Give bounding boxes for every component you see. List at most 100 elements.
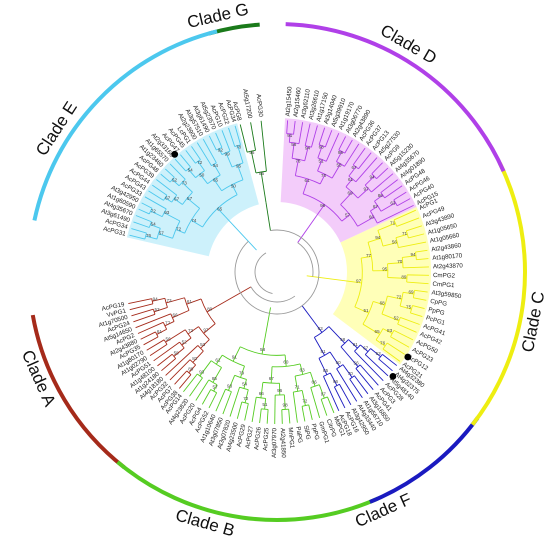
bootstrap-value: 66 bbox=[259, 391, 265, 396]
clade-shading bbox=[280, 118, 417, 243]
branch bbox=[265, 202, 271, 231]
branch bbox=[344, 143, 360, 167]
branch bbox=[413, 297, 427, 301]
branch bbox=[403, 291, 415, 295]
branch bbox=[384, 185, 403, 199]
branch bbox=[189, 377, 203, 397]
branch-arc bbox=[164, 298, 168, 308]
branch bbox=[128, 298, 152, 305]
branch bbox=[292, 391, 298, 423]
branch-arc bbox=[261, 408, 269, 410]
branch-arc bbox=[399, 292, 404, 307]
leaf-label: CmPG2 bbox=[433, 272, 456, 280]
branch bbox=[371, 173, 394, 193]
branch bbox=[169, 163, 186, 180]
bootstrap-value: 83 bbox=[387, 328, 393, 333]
branch-arc bbox=[184, 297, 190, 311]
branch bbox=[212, 367, 222, 383]
branch bbox=[129, 234, 145, 240]
branch bbox=[149, 344, 168, 356]
branch-arc bbox=[381, 296, 388, 315]
branch-arc bbox=[348, 175, 357, 183]
bootstrap-value: 51 bbox=[363, 308, 369, 313]
branch bbox=[354, 375, 369, 395]
branch bbox=[221, 130, 231, 152]
branch bbox=[299, 363, 304, 375]
bootstrap-value: 72 bbox=[197, 160, 203, 165]
bootstrap-value: 53 bbox=[200, 342, 206, 347]
bootstrap-value: 96 bbox=[320, 203, 326, 208]
bootstrap-value: 71 bbox=[295, 384, 301, 389]
marker-layer bbox=[171, 150, 412, 380]
leaf-label: VvPG1 bbox=[106, 307, 127, 319]
bootstrap-value: 51 bbox=[318, 158, 324, 163]
bootstrap-value: 50 bbox=[336, 360, 342, 365]
branch bbox=[199, 360, 212, 377]
leaf-label: At2g43860 bbox=[431, 242, 462, 253]
branch bbox=[192, 350, 204, 363]
branch bbox=[156, 328, 167, 335]
bootstrap-value: 52 bbox=[172, 178, 178, 183]
branch bbox=[297, 215, 318, 243]
branch bbox=[406, 225, 422, 232]
branch bbox=[200, 339, 210, 349]
bootstrap-value: 96 bbox=[333, 379, 339, 384]
bootstrap-value: 96 bbox=[277, 388, 283, 393]
backbone-arc bbox=[254, 252, 273, 294]
backbone-arc bbox=[297, 242, 314, 277]
branch bbox=[156, 179, 177, 196]
bootstrap-value: 97 bbox=[364, 187, 370, 192]
branch bbox=[163, 212, 181, 222]
bootstrap-value: 79 bbox=[239, 371, 245, 376]
branch bbox=[357, 188, 369, 199]
bootstrap-value: 97 bbox=[321, 391, 327, 396]
branch-arc bbox=[340, 339, 349, 348]
leaf-label: CpPG bbox=[430, 298, 448, 308]
branch bbox=[215, 354, 223, 365]
bootstrap-value: 61 bbox=[187, 299, 193, 304]
branch bbox=[174, 370, 188, 385]
branch bbox=[382, 242, 398, 247]
bootstrap-value: 58 bbox=[174, 351, 180, 356]
bootstrap-value: 67 bbox=[363, 346, 369, 351]
bootstrap-value: 63 bbox=[318, 326, 324, 331]
bootstrap-value: 65 bbox=[217, 207, 223, 212]
bootstrap-value: 91 bbox=[287, 133, 293, 138]
branch-arc bbox=[210, 389, 217, 394]
branch-arc bbox=[200, 298, 216, 324]
leaf-label: MnPG1 bbox=[287, 427, 296, 449]
branch bbox=[213, 384, 218, 392]
branch bbox=[178, 374, 192, 389]
branch bbox=[195, 379, 210, 401]
bootstrap-value: 61 bbox=[215, 358, 221, 363]
branch bbox=[157, 353, 173, 367]
branch bbox=[260, 382, 264, 398]
bootstrap-value: 72 bbox=[396, 295, 402, 300]
bootstrap-value: 93 bbox=[164, 210, 170, 215]
branch bbox=[237, 164, 244, 180]
bootstrap-value: 89 bbox=[401, 274, 407, 279]
clade-arc bbox=[369, 416, 480, 504]
bootstrap-value: 91 bbox=[232, 355, 238, 360]
branch bbox=[340, 191, 353, 205]
bootstrap-value: 95 bbox=[382, 267, 388, 272]
bootstrap-value: 57 bbox=[187, 196, 193, 201]
branch bbox=[239, 124, 248, 153]
branch bbox=[333, 386, 346, 409]
branch bbox=[133, 313, 156, 323]
bootstrap-value: 89 bbox=[188, 367, 194, 372]
branch bbox=[187, 326, 199, 335]
clade-arc bbox=[116, 460, 379, 522]
branch-arc bbox=[247, 149, 256, 153]
branch bbox=[382, 353, 398, 366]
branch bbox=[152, 184, 168, 196]
bootstrap-value: 77 bbox=[366, 253, 372, 258]
bootstrap-value: 61 bbox=[348, 177, 354, 182]
bootstrap-value: 73 bbox=[182, 181, 188, 186]
branch bbox=[150, 210, 163, 218]
branch bbox=[145, 235, 157, 240]
bootstrap-value: 92 bbox=[218, 147, 224, 152]
branch bbox=[397, 198, 411, 207]
branch-arc bbox=[349, 375, 355, 380]
